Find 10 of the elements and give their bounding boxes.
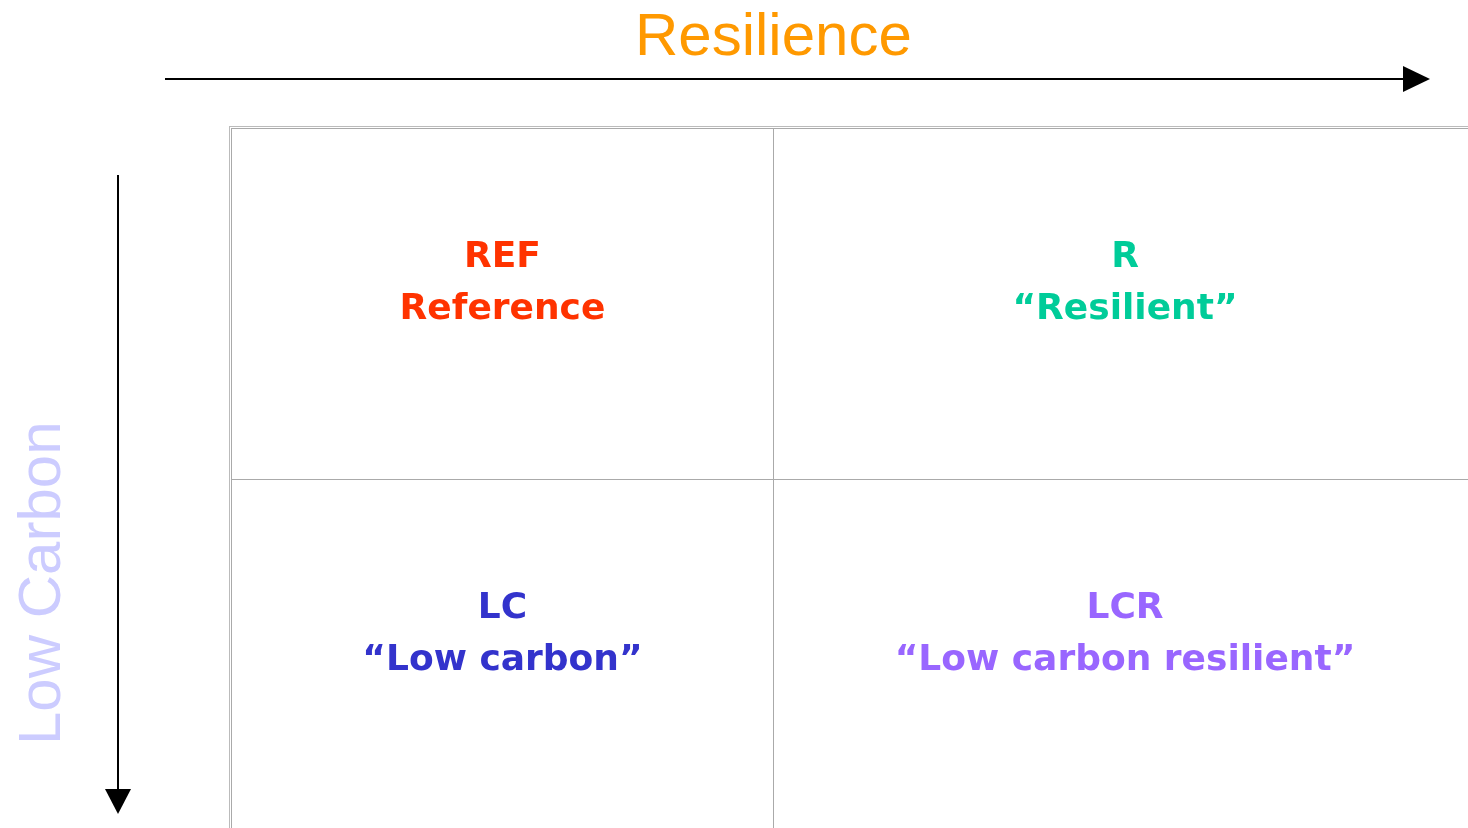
quadrant-cell <box>231 128 774 480</box>
scenario-code: REF <box>463 233 542 277</box>
scenario-name: “Resilient” <box>1011 285 1239 329</box>
scenario-name: “Low carbon” <box>361 636 644 680</box>
scenario-code: LCR <box>1085 584 1165 628</box>
scenario-code: LC <box>476 584 529 628</box>
scenario-name: “Low carbon resilient” <box>893 636 1357 680</box>
scenario-code: R <box>1110 233 1140 277</box>
scenario-name: Reference <box>398 285 607 329</box>
axis-title: Resilience <box>635 5 912 65</box>
